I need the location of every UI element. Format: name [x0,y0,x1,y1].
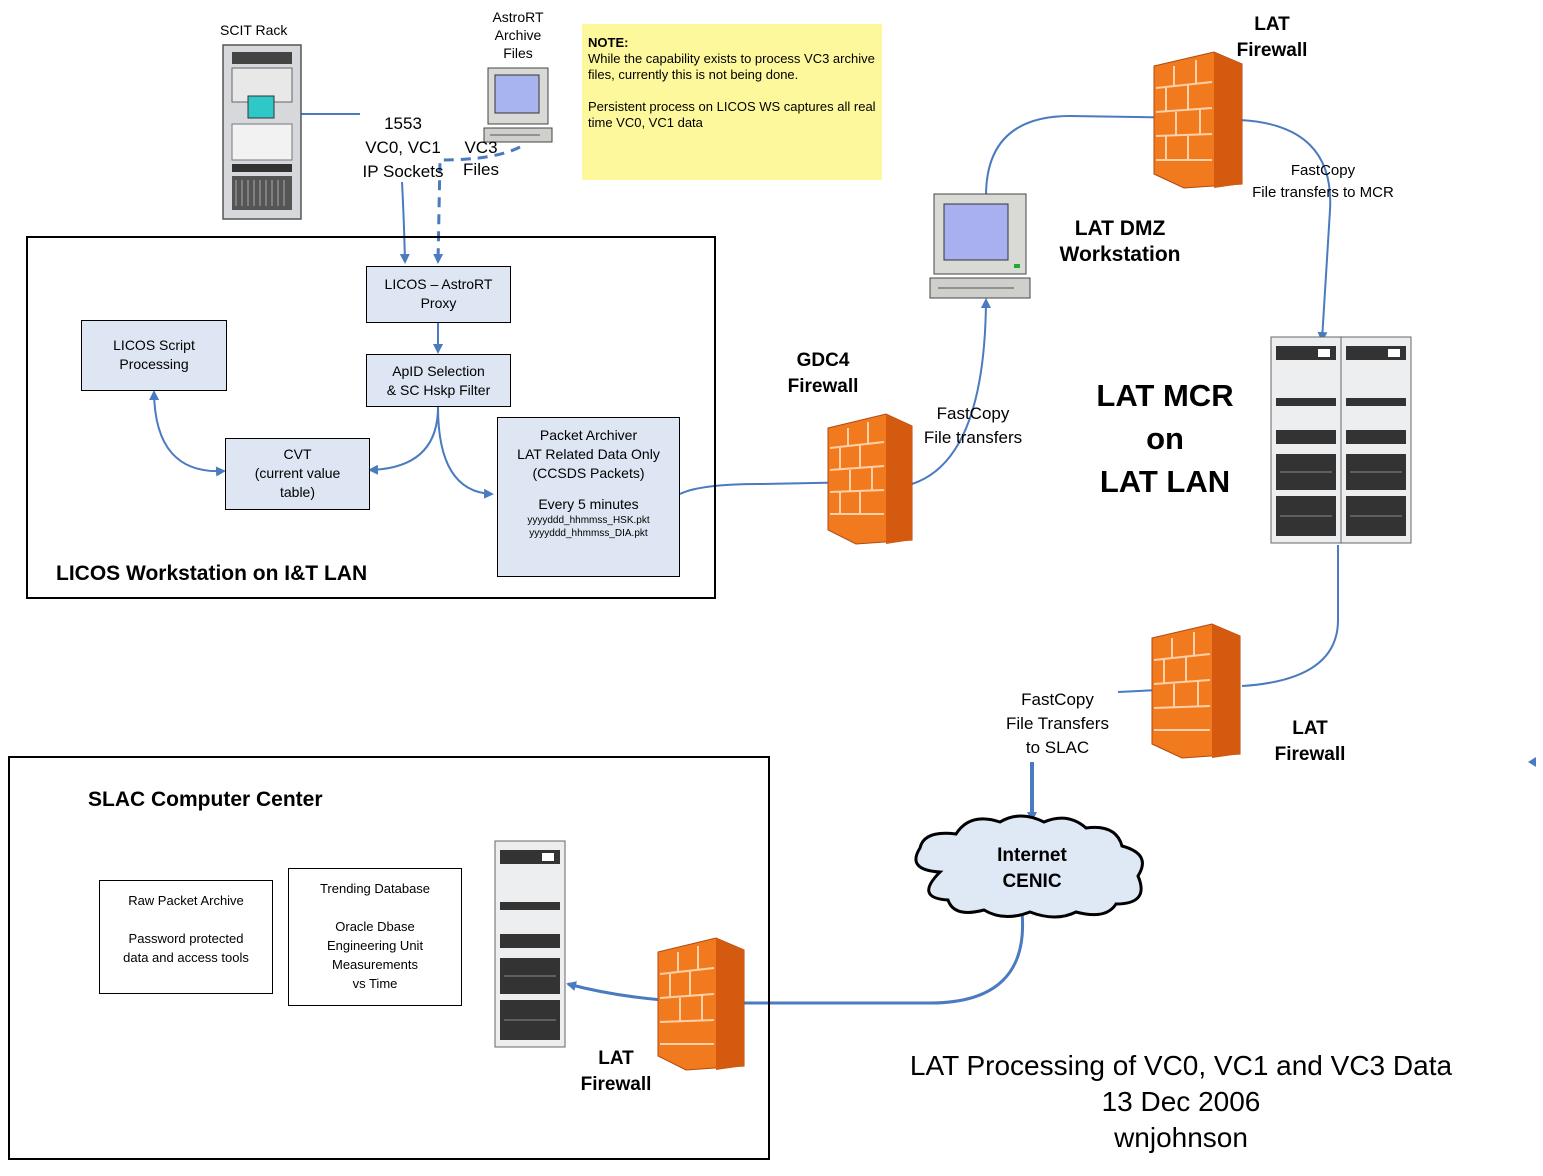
link-mcr-to-firewall [1241,545,1339,687]
lat-firewall-bottom-label: LAT Firewall [580,1048,652,1095]
lat-mcr-rack-icon [1270,336,1412,544]
packet-archiver: Packet Archiver LAT Related Data Only (C… [497,417,680,577]
lat-firewall-top-label: LAT Firewall [1236,14,1308,61]
archiver-every-text: Every 5 minutes [538,496,639,512]
link-internet-to-firewall [742,911,1025,1005]
slac-rack-icon [494,840,566,1048]
link-firewall-to-mcr [1239,119,1332,342]
link-cvt-script [149,390,226,477]
scit-rack-label: SCIT Rack [220,22,288,38]
note-line-1: While the capability exists to process V… [588,51,875,82]
astrort-workstation-icon [480,66,556,146]
fastcopy-mcr-label: FastCopy File transfers to MCR [1252,162,1394,201]
apid-selection: ApID Selection & SC Hskp Filter [366,354,511,407]
link-vc3-to-proxy [433,145,521,264]
licos-workstation-title: LICOS Workstation on I&T LAN [56,562,368,585]
lat-firewall-mid-label: LAT Firewall [1274,718,1346,765]
vc3-files-label: VC3 Files [463,138,499,179]
note-line-2: Persistent process on LICOS WS captures … [588,99,876,130]
gdc4-firewall-icon [826,412,914,546]
lat-firewall-mid-icon [1150,622,1242,760]
fastcopy-slac-label: FastCopy File Transfers to SLAC [1006,690,1109,757]
licos-astrort-proxy: LICOS – AstroRT Proxy [366,266,511,323]
link-1553-to-proxy [399,181,410,264]
lat-dmz-workstation-icon [928,190,1032,300]
slac-center-frame [8,756,770,1160]
caption-title: LAT Processing of VC0, VC1 and VC3 Data [909,1050,1453,1081]
caption-author: wnjohnson [1114,1122,1248,1153]
archiver-files-text: yyyyddd_hhmmss_HSK.pkt yyyyddd_hhmmss_DI… [527,515,650,539]
lat-firewall-bottom-icon [656,936,746,1072]
trending-database: Trending Database Oracle Dbase Engineeri… [288,868,462,1006]
fastcopy-dmz-label: FastCopy File transfers [923,404,1023,447]
lat-firewall-top-icon [1152,50,1244,190]
stray-arrow-icon [1528,757,1536,767]
caption: LAT Processing of VC0, VC1 and VC3 Data … [822,1048,1540,1156]
slac-center-title: SLAC Computer Center [88,788,323,811]
lat-dmz-label: LAT DMZ Workstation [1059,217,1181,266]
note-title: NOTE: [588,35,629,50]
internet-label: Internet CENIC [997,845,1067,892]
link-dmz-to-firewall [985,112,1198,197]
internet-cloud-icon [900,810,1162,920]
link-apid-to-cvt [368,406,439,475]
caption-date: 13 Dec 2006 [1101,1086,1261,1117]
gdc4-firewall-label: GDC4 Firewall [787,350,859,397]
licos-workstation-frame [26,236,716,599]
note-box: NOTE: While the capability exists to pro… [582,24,882,180]
archiver-main-text: Packet Archiver LAT Related Data Only (C… [517,427,660,481]
link-1553-label: 1553 VC0, VC1 IP Sockets [362,114,444,181]
astrort-label: AstroRT Archive Files [492,9,544,61]
link-apid-to-archiver [437,406,494,499]
raw-packet-archive: Raw Packet Archive Password protected da… [99,880,273,994]
scit-rack-icon [222,44,302,220]
cvt-box: CVT (current value table) [225,438,370,510]
link-gdc4-to-dmz [911,298,991,485]
licos-script-processing: LICOS Script Processing [81,320,227,391]
lat-mcr-label: LAT MCR on LAT LAN [1096,378,1234,499]
